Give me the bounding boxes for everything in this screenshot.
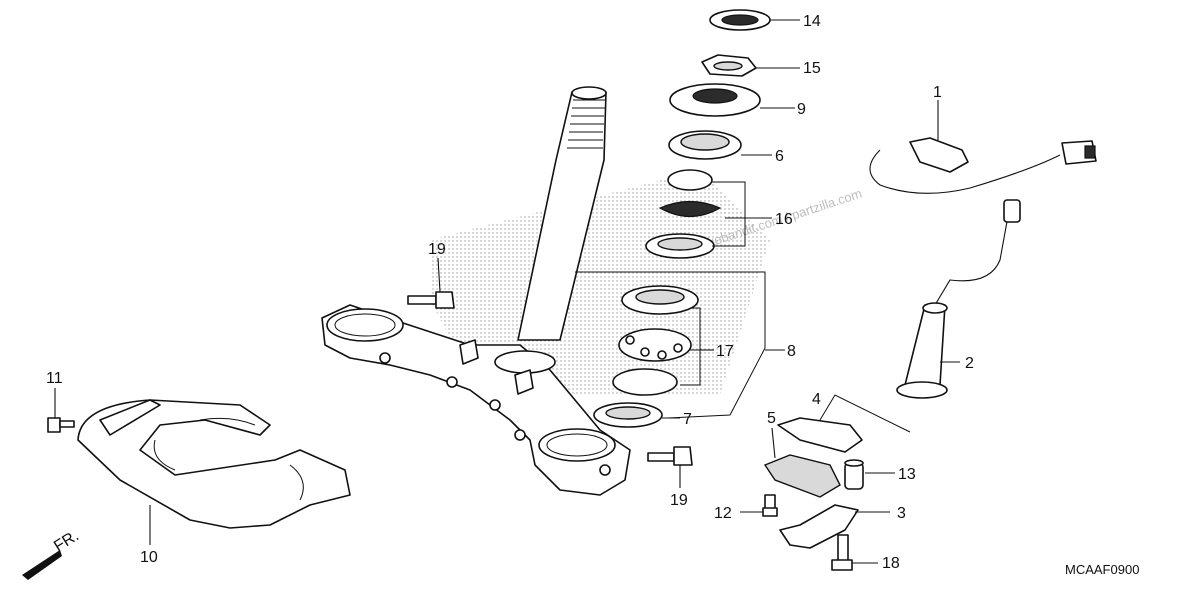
front-direction-marker: FR.	[22, 527, 82, 580]
bracket-17	[680, 307, 701, 386]
callout-2: 2	[965, 355, 974, 372]
callout-10: 10	[140, 549, 158, 566]
leader-19-upper	[437, 257, 441, 293]
bolt-part-19-upper[interactable]	[407, 291, 455, 309]
callout-7: 7	[683, 411, 692, 428]
bracket-part-4[interactable]	[777, 417, 863, 453]
bolt-part-12[interactable]	[762, 494, 778, 517]
front-label: FR.	[51, 527, 82, 555]
callout-13: 13	[898, 466, 916, 483]
callout-14: 14	[803, 13, 821, 30]
callout-18: 18	[882, 555, 900, 572]
washer-part-15[interactable]	[701, 54, 757, 77]
callout-5: 5	[767, 410, 776, 427]
bracket-16	[712, 181, 746, 247]
callout-11: 11	[46, 370, 63, 387]
callout-8: 8	[787, 343, 796, 360]
callout-9: 9	[797, 101, 806, 118]
bracket-part-3[interactable]	[779, 504, 859, 549]
adjusting-nut-part-9[interactable]	[669, 83, 761, 117]
bolt-part-18[interactable]	[831, 534, 853, 571]
callout-3: 3	[897, 505, 906, 522]
lower-bearing-set-part-17[interactable]	[612, 285, 699, 396]
callout-6: 6	[775, 148, 784, 165]
sensor-harness-part-1[interactable]	[869, 137, 1097, 194]
guard-part-10[interactable]	[77, 399, 351, 529]
collar-part-13[interactable]	[844, 459, 864, 490]
upper-bearing-set-part-16[interactable]	[645, 169, 722, 259]
bolt-part-19-lower[interactable]	[647, 446, 693, 466]
callout-19-upper: 19	[428, 241, 446, 258]
callout-19-lower: 19	[670, 492, 688, 509]
bolt-part-11[interactable]	[47, 417, 75, 433]
front-arrow-icon	[22, 550, 62, 580]
dust-seal-part-6[interactable]	[668, 130, 742, 160]
callout-16: 16	[775, 211, 793, 228]
lower-seal-part-7[interactable]	[593, 402, 663, 428]
sensor-part-2[interactable]	[896, 199, 1021, 399]
plate-part-5[interactable]	[763, 454, 841, 498]
callout-12: 12	[714, 505, 732, 522]
lock-washer-part-14[interactable]	[709, 9, 771, 31]
diagram-code: MCAAF0900	[1065, 562, 1139, 577]
bracket-8	[575, 271, 766, 419]
leader-5	[771, 427, 776, 459]
callout-1: 1	[933, 84, 942, 101]
steering-stem-part[interactable]	[321, 86, 631, 496]
leader-4	[819, 394, 911, 433]
callout-17: 17	[716, 343, 734, 360]
callout-15: 15	[803, 60, 821, 77]
callout-4: 4	[812, 391, 821, 408]
